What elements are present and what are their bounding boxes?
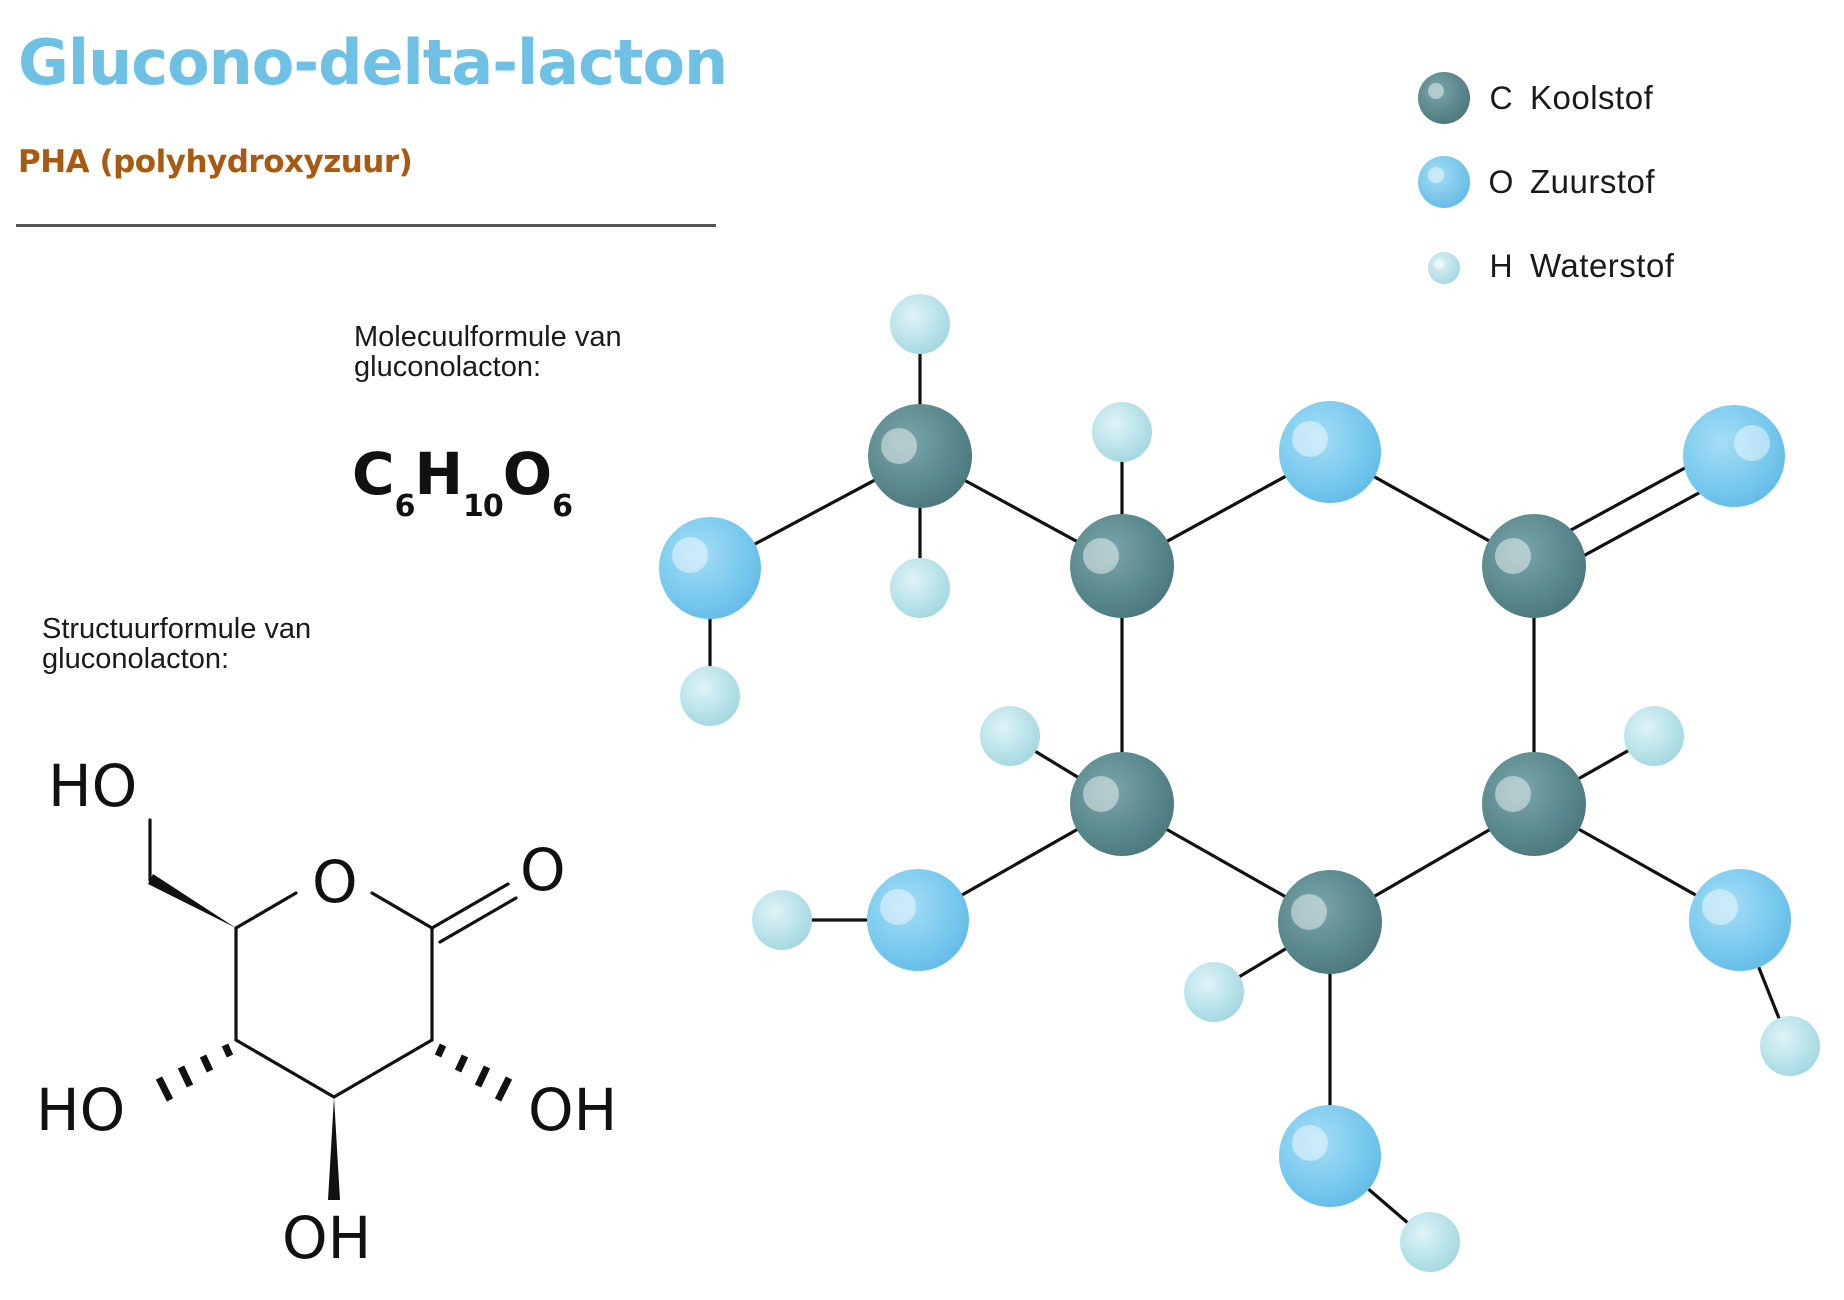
carbon-atom [1482,514,1586,618]
page-subtitle: PHA (polyhydroxyzuur) [18,144,413,180]
formula-count-h: 10 [463,489,504,524]
hydrogen-atom [1400,1212,1460,1272]
hydrogen-atom [752,890,812,950]
carbonyl-bond [438,896,518,944]
legend-item-hydrogen: H Waterstof [1416,224,1674,308]
carbon-atom [868,404,972,508]
legend-symbol: H [1489,247,1513,284]
legend-item-carbon: C Koolstof [1416,56,1674,140]
legend: C Koolstof O Zuurstof H Waterstof [1416,56,1674,308]
hash-bond [474,1065,491,1088]
formula-count-c: 6 [394,489,416,524]
hash-bond [434,1043,447,1058]
legend-name: Waterstof [1530,247,1675,284]
hydrogen-atom [1184,962,1244,1022]
carbonyl-oxygen: O [520,836,566,904]
hydrogen-atom [680,666,740,726]
oxygen-atom [659,517,761,619]
oxygen-atom [1279,401,1381,503]
oxygen-atom [1683,405,1785,507]
hydrogen-atom [890,558,950,618]
hydrogen-atom [1092,402,1152,462]
oxygen-atom [867,869,969,971]
group-oh-bottom: OH [282,1204,371,1272]
hydrogen-legend-icon [1428,252,1460,284]
hash-bond [177,1065,194,1088]
page-title: Glucono-delta-lacton [18,26,728,99]
molecular-formula: C6H10O6 [352,440,573,524]
group-ho-left: HO [36,1076,125,1144]
hash-bond [221,1043,234,1058]
carbonyl-bond [430,882,510,930]
group-oh-right: OH [528,1076,617,1144]
hash-bond [199,1054,214,1073]
group-ho-top: HO [48,752,137,820]
formula-element-c: C [352,440,395,508]
formula-element-o: O [502,440,553,508]
hydrogen-atom [1624,706,1684,766]
legend-name: Zuurstof [1530,163,1656,200]
legend-name: Koolstof [1530,79,1654,116]
carbon-atom [1070,514,1174,618]
molecular-formula-label: Molecuulformule van gluconolacton: [354,321,622,383]
oxygen-atom [1279,1105,1381,1207]
hydrogen-atom [1760,1016,1820,1076]
structural-formula-diagram: HO O O HO OH OH [36,752,617,1272]
formula-count-o: 6 [552,489,573,524]
carbon-atom [1278,870,1382,974]
structural-formula-label: Structuurformule van gluconolacton: [42,613,312,675]
carbon-atom [1482,752,1586,856]
oxygen-atoms [659,401,1791,1207]
wedge-bond [328,1097,340,1200]
formula-element-h: H [414,440,463,508]
legend-item-oxygen: O Zuurstof [1416,140,1674,224]
hash-bond [494,1076,513,1102]
hydrogen-atoms [680,294,1820,1272]
hash-bond [155,1076,174,1102]
ring-bond [370,891,434,930]
ring-bond [234,891,298,930]
legend-symbol: O [1488,163,1514,200]
wedge-bond [148,874,236,928]
legend-symbol: C [1489,79,1513,116]
oxygen-atom [1689,869,1791,971]
hydrogen-atom [980,706,1040,766]
ring-oxygen: O [312,848,358,916]
carbon-legend-icon [1418,72,1470,124]
title-divider [16,224,716,227]
hash-bond [454,1054,469,1073]
oxygen-legend-icon [1418,156,1470,208]
carbon-atom [1070,752,1174,856]
ring-bond [332,1038,434,1099]
hydrogen-atom [890,294,950,354]
ring-bond [234,1038,336,1099]
carbon-atoms [868,404,1586,974]
